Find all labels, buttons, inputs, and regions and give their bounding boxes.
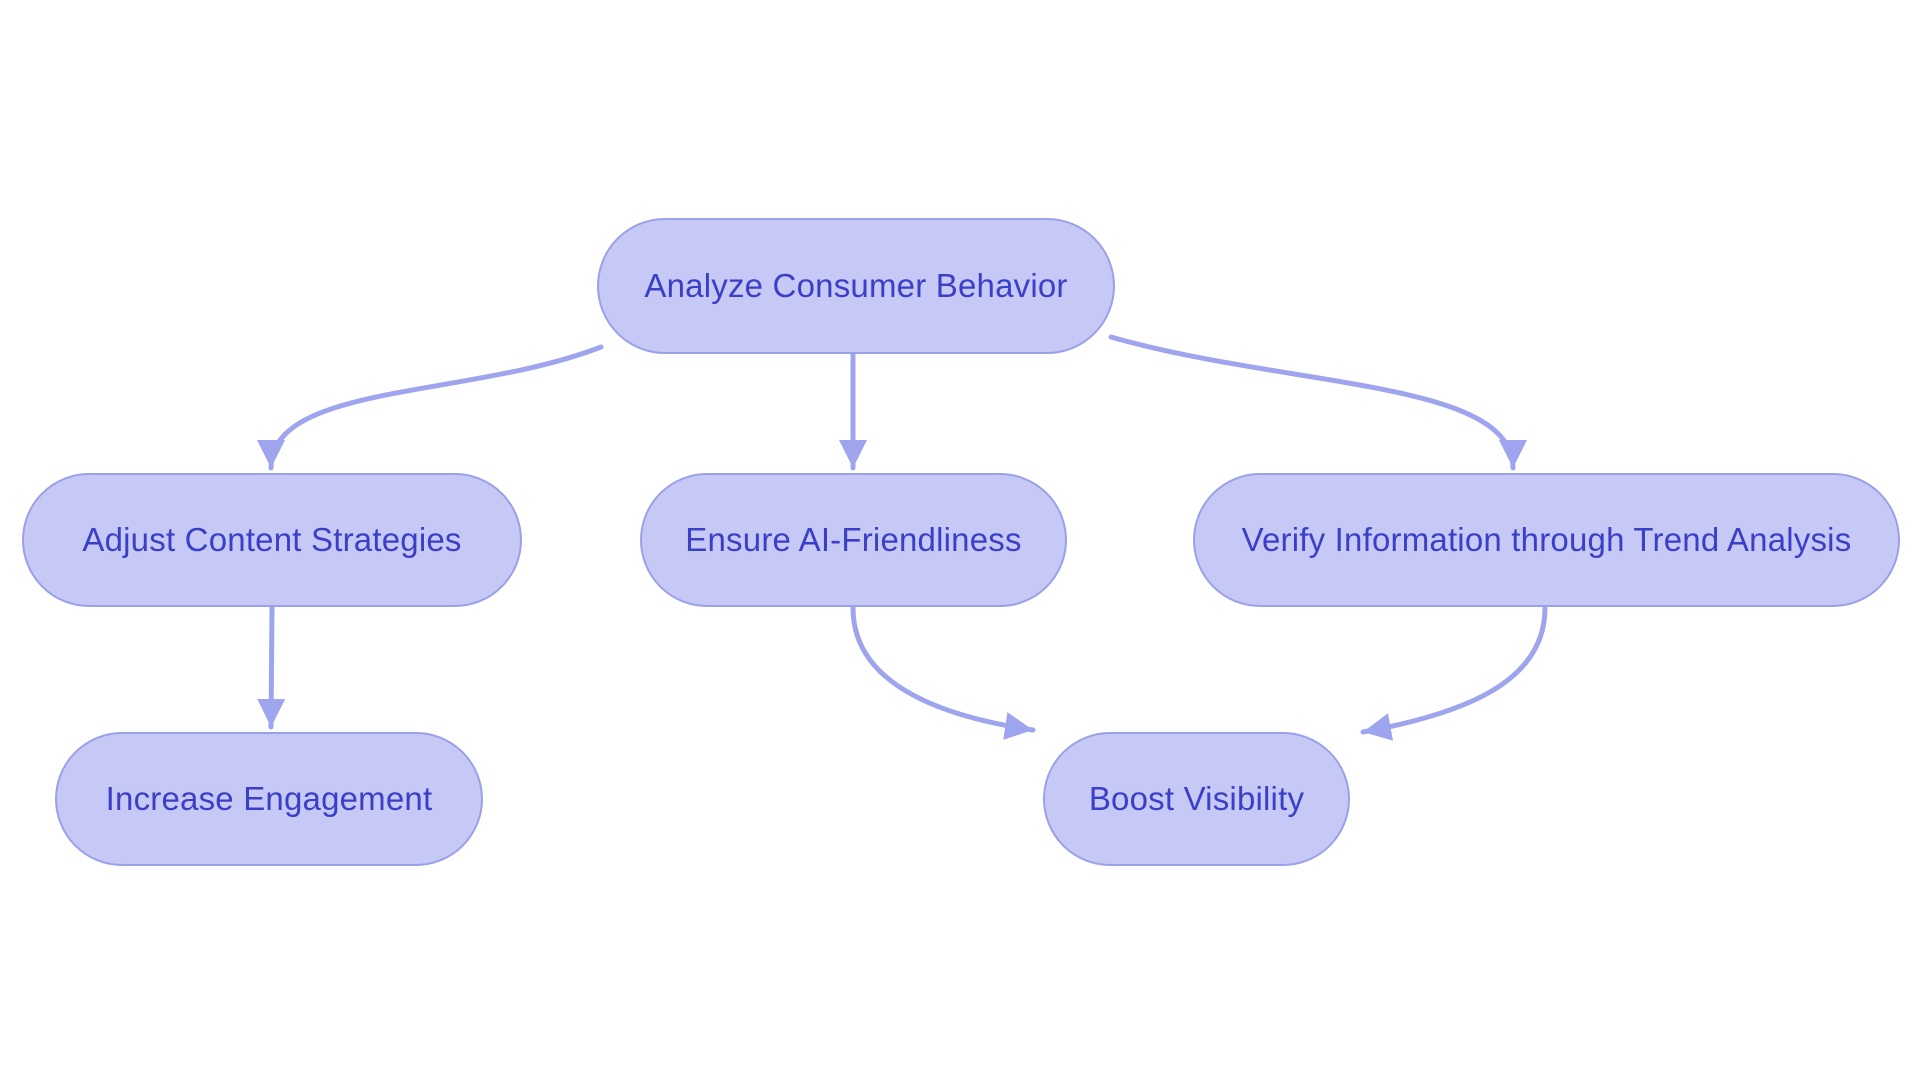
node-label: Adjust Content Strategies <box>82 521 462 558</box>
node-boost-visibility: Boost Visibility <box>1043 732 1350 866</box>
node-analyze-consumer-behavior: Analyze Consumer Behavior <box>597 218 1115 354</box>
node-label: Boost Visibility <box>1088 780 1305 817</box>
node-label: Analyze Consumer Behavior <box>644 267 1068 304</box>
edge-analyze-to-verify <box>1108 334 1527 471</box>
edge-analyze-to-adjust <box>257 344 604 471</box>
node-ensure-ai-friendliness: Ensure AI-Friendliness <box>640 473 1067 607</box>
node-adjust-content-strategies: Adjust Content Strategies <box>22 473 522 607</box>
edge-ensure-to-boost <box>850 605 1036 740</box>
edge-verify-to-boost <box>1360 605 1548 741</box>
node-verify-information-trend-analysis: Verify Information through Trend Analysi… <box>1193 473 1900 607</box>
edge-adjust-to-increase <box>257 605 286 730</box>
node-label: Increase Engagement <box>105 780 433 817</box>
node-label: Verify Information through Trend Analysi… <box>1241 521 1852 558</box>
node-label: Ensure AI-Friendliness <box>685 521 1022 558</box>
node-increase-engagement: Increase Engagement <box>55 732 483 866</box>
